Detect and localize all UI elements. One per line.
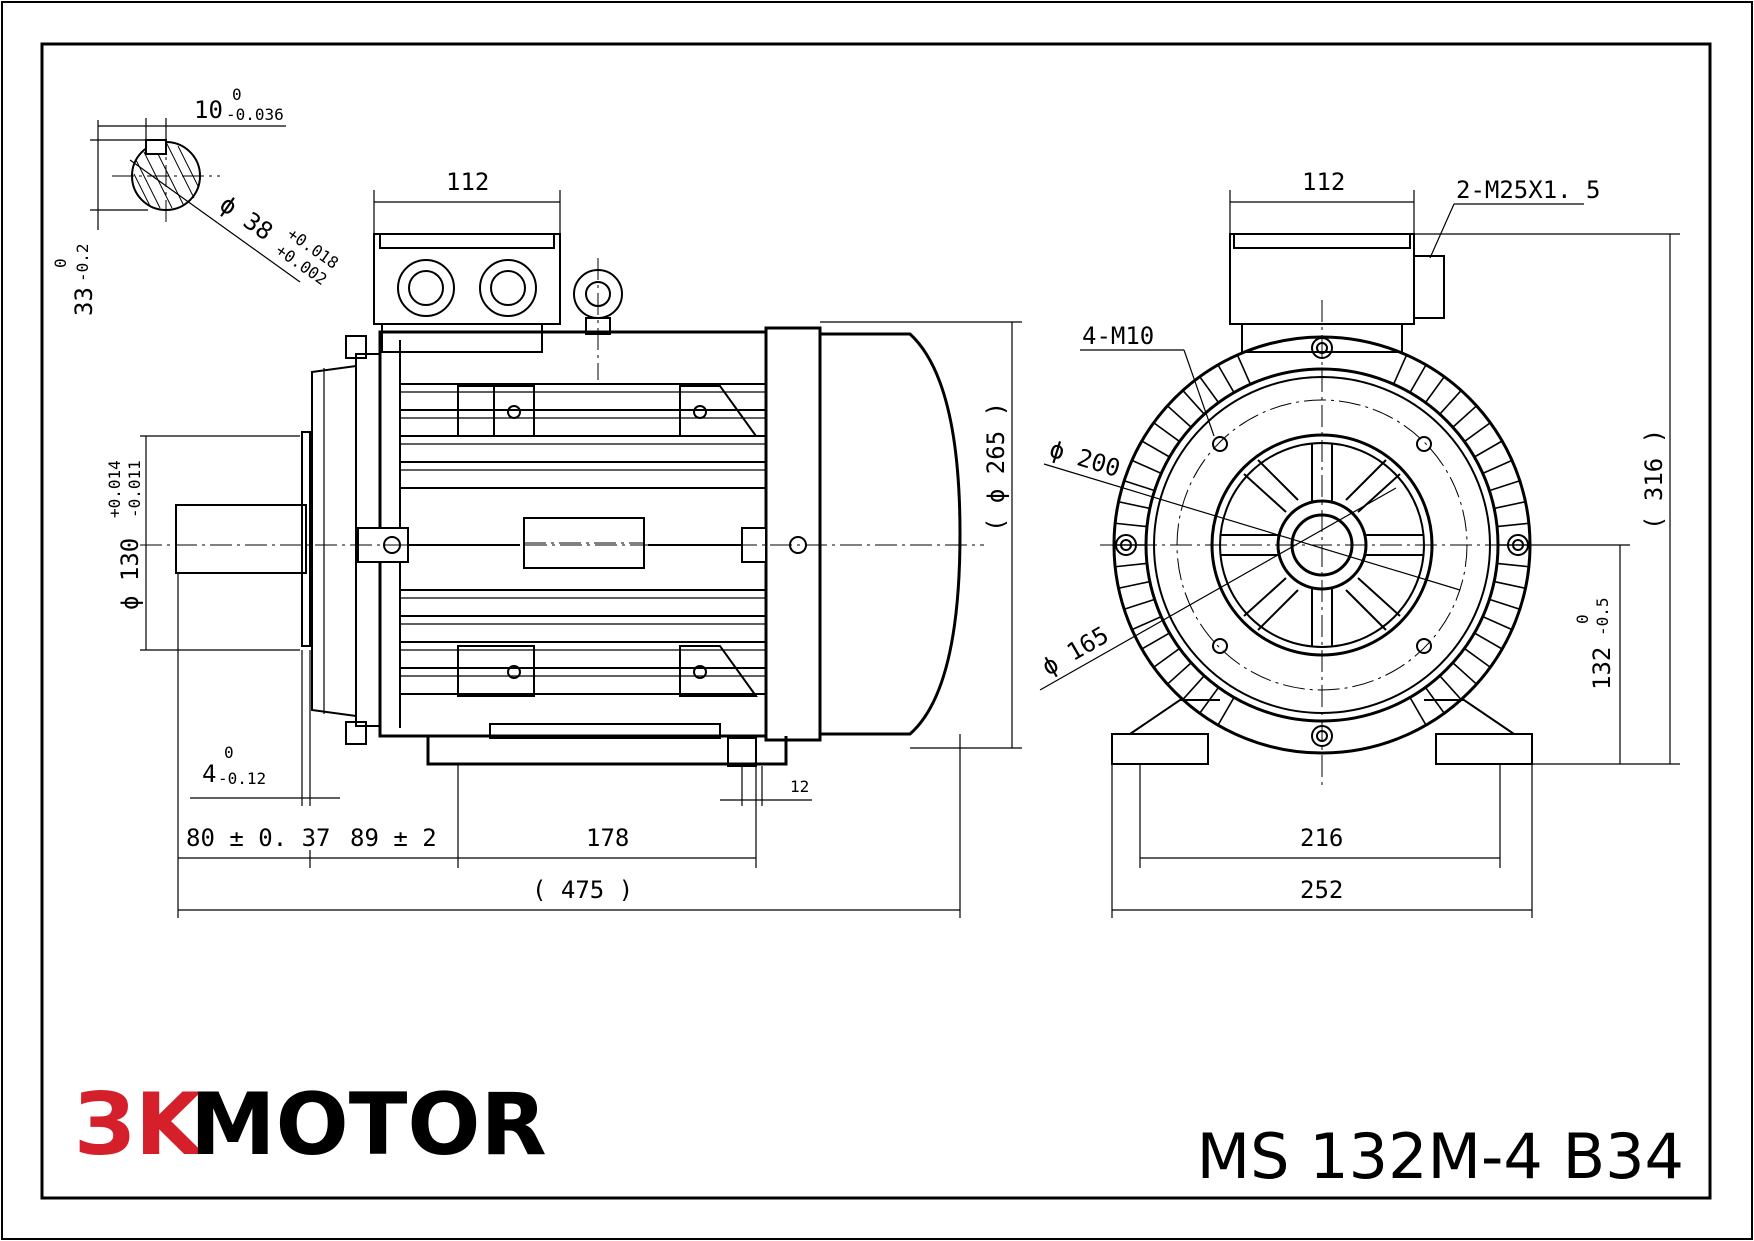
cooling-fin: [1493, 500, 1526, 510]
cooling-fin: [1439, 389, 1462, 415]
end-foot-width: 252: [1300, 876, 1343, 904]
cooling-fin: [1182, 675, 1205, 701]
cooling-fin: [1489, 598, 1521, 611]
cooling-fin: [1463, 647, 1491, 668]
end-terminal-box-width: 112: [1302, 168, 1345, 196]
cooling-fin: [1153, 422, 1181, 443]
cooling-fin: [1409, 364, 1427, 393]
key-width-tol-upper: 0: [232, 85, 242, 104]
side-spigot-tol-lower: -0.011: [125, 460, 144, 518]
cooling-fin: [1482, 459, 1513, 475]
cooling-fin: [1482, 615, 1513, 631]
cooling-fin: [1131, 615, 1162, 631]
mounting-foot: [426, 736, 788, 766]
end-view: 112 2-M25X1. 5 4-M10 ϕ 200 ϕ 165 ( 316 )…: [1037, 168, 1680, 918]
key-height-tol-lower: -0.2: [73, 243, 92, 282]
fan-cover: [818, 332, 962, 736]
cooling-fin: [1131, 459, 1162, 475]
cooling-fin: [1115, 562, 1148, 568]
cooling-fin: [1182, 389, 1205, 415]
cable-gland-right: [479, 259, 537, 317]
side-shaft-length: 80 ± 0. 37: [186, 824, 331, 852]
cooling-fin: [1166, 405, 1192, 428]
side-body-diameter: ( ϕ 265 ): [982, 402, 1010, 532]
cooling-fin: [1493, 580, 1526, 590]
side-flange-tol-lower: -0.12: [218, 769, 266, 788]
key-width-value: 10: [194, 96, 223, 124]
cooling-fin: [1115, 522, 1148, 528]
cooling-fin: [1217, 697, 1235, 726]
end-overall-height: ( 316 ): [1640, 429, 1668, 530]
brand-name: MOTOR: [190, 1075, 547, 1175]
end-shaft-height-tol-upper: 0: [1573, 614, 1592, 624]
model-designation: MS 132M-4 B34: [1197, 1120, 1684, 1193]
shaft: [175, 504, 307, 574]
cooling-fin: [1217, 364, 1235, 393]
side-foot-spacing: 178: [586, 824, 629, 852]
cooling-fin: [1424, 376, 1445, 404]
cable-gland-left: [397, 259, 455, 317]
cooling-fin: [1392, 354, 1408, 385]
cooling-fin: [1166, 662, 1192, 685]
side-flange-tol-upper: 0: [224, 743, 234, 762]
sheet-frame: [40, 42, 1712, 1200]
end-foot-hole-spacing: 216: [1300, 824, 1343, 852]
cooling-fin: [1474, 632, 1503, 650]
cooling-fin: [1496, 562, 1529, 568]
cooling-fin: [1452, 405, 1478, 428]
side-shaft-to-foot: 89 ± 2: [350, 824, 437, 852]
cooling-fin: [1118, 500, 1151, 510]
end-cable-gland: [1413, 255, 1445, 319]
key-height-tol-upper: 0: [51, 258, 70, 268]
side-terminal-box-width: 112: [446, 168, 489, 196]
end-foot-left: [1111, 733, 1209, 765]
cooling-fin: [1474, 440, 1503, 458]
cooling-fin: [1199, 686, 1220, 714]
cooling-fin: [1496, 522, 1529, 528]
cooling-fin: [1123, 479, 1155, 492]
cooling-fin: [1141, 632, 1170, 650]
end-flange-bolts-label: 4-M10: [1082, 322, 1154, 350]
side-overall-length: ( 475 ): [532, 876, 633, 904]
shaft-key-section: 10 0 -0.036 33 0 -0.2 ϕ 38 +0.018 +0.002: [51, 85, 342, 316]
end-shaft-height-tol-lower: -0.5: [1593, 597, 1612, 636]
cooling-fin: [1424, 686, 1445, 714]
cooling-fin: [1123, 598, 1155, 611]
brand-logo: ЗK MOTOR: [74, 1075, 547, 1175]
cooling-fin: [1463, 422, 1491, 443]
cooling-fin: [1236, 354, 1252, 385]
side-view: 112 ( ϕ 265 ) ϕ 130 +0.014 -0.011 4 0 -0…: [105, 168, 1022, 918]
key-width-tol-lower: -0.036: [226, 105, 284, 124]
cooling-fin: [1452, 662, 1478, 685]
cooling-fin: [1118, 580, 1151, 590]
key-height-value: 33: [70, 287, 98, 316]
cooling-fin: [1153, 647, 1181, 668]
cooling-fin: [1439, 675, 1462, 701]
cooling-fin: [1409, 697, 1427, 726]
cooling-fin: [1199, 376, 1220, 404]
side-spigot-diameter: ϕ 130: [116, 538, 144, 610]
brand-logo-mark: ЗK: [74, 1075, 205, 1175]
cooling-fin: [1489, 479, 1521, 492]
side-foot-hole: 12: [790, 777, 809, 796]
end-shaft-height: 132: [1588, 647, 1616, 690]
side-spigot-tol-upper: +0.014: [105, 460, 124, 518]
cooling-fin: [1141, 440, 1170, 458]
end-cable-gland-label: 2-M25X1. 5: [1456, 176, 1601, 204]
side-flange-thickness: 4: [202, 760, 216, 788]
